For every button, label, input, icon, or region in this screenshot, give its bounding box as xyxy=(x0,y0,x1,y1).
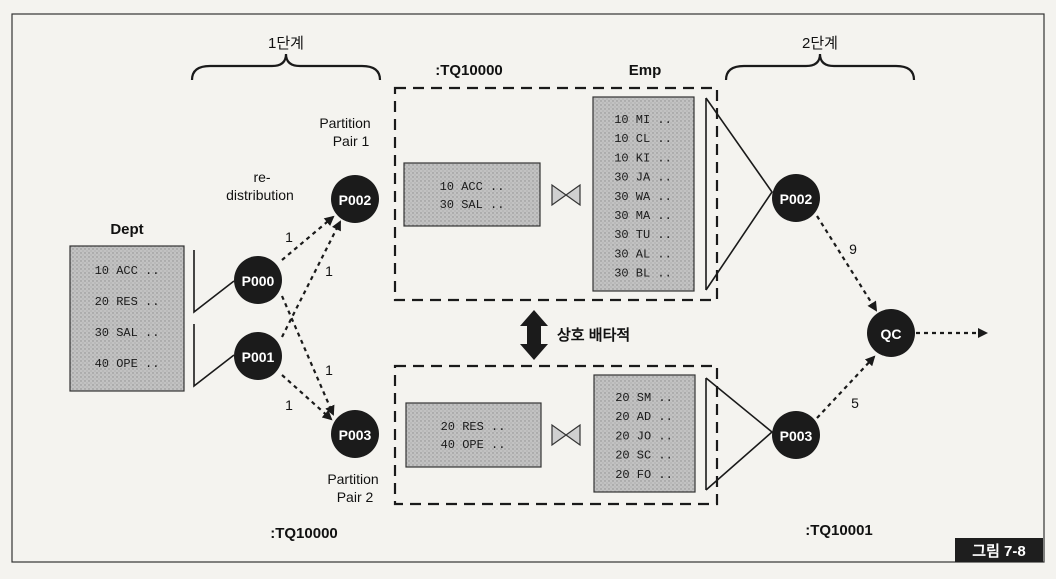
pair2-emp-table-rows: 20 SM .. 20 AD .. 20 JO .. 20 SC .. 20 FO .. xyxy=(615,391,673,482)
partition-pair-1-label-line2: Pair 1 xyxy=(333,133,370,149)
node-p002-left xyxy=(331,175,379,223)
node-p003-right xyxy=(772,411,820,459)
partition-pair-1-box xyxy=(393,86,719,302)
table-row-text: 30 AL .. xyxy=(614,247,672,261)
figure-tag-label: 그림 7-8 xyxy=(972,542,1025,560)
pair1-emp-table-rows: 10 MI .. 10 CL .. 10 KI .. 30 JA .. 30 WA ..… xyxy=(614,113,672,281)
table-row-text: 30 MA .. xyxy=(614,209,672,223)
partition-pair-1-label-line1: Partition xyxy=(319,115,370,131)
stage1-label: 1단계 xyxy=(268,35,304,52)
count-p003-qc: 5 xyxy=(851,395,859,411)
tq-top-label: :TQ10000 xyxy=(435,62,503,79)
count-p000-p002: 1 xyxy=(285,229,293,245)
table-row-text: 20 AD .. xyxy=(615,410,673,424)
stage2-brace xyxy=(724,53,916,81)
mutual-exclusive-arrow-icon xyxy=(520,310,548,360)
node-p003-left xyxy=(331,410,379,458)
dept-distribution-triangle-top xyxy=(193,250,235,314)
node-qc-label: QC xyxy=(881,326,902,342)
node-p001 xyxy=(234,332,282,380)
emp-fan-triangle-bottom xyxy=(705,377,774,491)
mutual-exclusive-label: 상호 배타적 xyxy=(557,326,630,344)
table-row-text: 30 TU .. xyxy=(614,228,672,242)
pair2-dept-table xyxy=(405,402,542,468)
pair1-dept-table xyxy=(403,162,541,227)
table-row-text: 20 SC .. xyxy=(615,449,673,463)
edge-p003-qc xyxy=(816,355,876,419)
count-p001-p002: 1 xyxy=(325,263,333,279)
pair1-emp-table xyxy=(592,96,695,292)
table-row-text: 10 KI .. xyxy=(614,151,672,165)
node-p002-right xyxy=(772,174,820,222)
table-row-text: 30 SAL .. xyxy=(440,198,505,212)
table-row-text: 20 JO .. xyxy=(615,429,673,443)
partition-pair-2-label-line2: Pair 2 xyxy=(337,489,374,505)
node-p001-label: P001 xyxy=(242,349,275,365)
count-p002-qc: 9 xyxy=(849,241,857,257)
tq-bottom-right-label: :TQ10001 xyxy=(805,522,873,539)
table-row-text: 10 ACC .. xyxy=(95,264,160,278)
pair2-dept-table-rows: 20 RES .. 40 OPE .. xyxy=(441,420,506,452)
table-row-text: 20 SM .. xyxy=(615,391,673,405)
table-row-text: 10 CL .. xyxy=(614,132,672,146)
node-p002-right-label: P002 xyxy=(780,191,813,207)
stage2-label: 2단계 xyxy=(802,35,838,52)
table-row-text: 30 WA .. xyxy=(614,190,672,204)
partition-pair-2-box xyxy=(393,364,719,506)
node-p002-left-label: P002 xyxy=(339,192,372,208)
hash-join-icon xyxy=(551,183,581,207)
table-row-text: 10 ACC .. xyxy=(440,180,505,194)
emp-fan-triangle-top xyxy=(705,97,773,291)
table-row-text: 20 RES .. xyxy=(441,420,506,434)
edge-p001-p002 xyxy=(281,220,341,338)
pair2-emp-table xyxy=(593,374,696,493)
table-row-text: 30 BL .. xyxy=(614,267,672,281)
dept-table xyxy=(69,245,185,392)
count-p001-p003: 1 xyxy=(285,397,293,413)
edge-p000-p002 xyxy=(281,215,335,261)
table-row-text: 40 OPE .. xyxy=(441,438,506,452)
dept-label: Dept xyxy=(110,221,143,238)
table-row-text: 20 FO .. xyxy=(615,468,673,482)
dept-distribution-triangle-bottom xyxy=(193,324,235,388)
figure-tag xyxy=(955,538,1043,562)
edge-p000-p003 xyxy=(280,295,335,416)
pair1-dept-table-rows: 10 ACC .. 30 SAL .. xyxy=(440,180,505,212)
partition-pair-2-label-line1: Partition xyxy=(327,471,378,487)
node-p003-right-label: P003 xyxy=(780,428,813,444)
figure-frame xyxy=(11,13,1045,563)
hash-join-icon xyxy=(551,423,581,447)
stage1-brace xyxy=(190,53,382,81)
table-row-text: 20 RES .. xyxy=(95,295,160,309)
emp-label: Emp xyxy=(629,62,662,79)
node-p003-left-label: P003 xyxy=(339,427,372,443)
table-row-text: 10 MI .. xyxy=(614,113,672,127)
table-row-text: 30 SAL .. xyxy=(95,326,160,340)
table-row-text: 40 OPE .. xyxy=(95,357,160,371)
redistribution-label-line2: distribution xyxy=(226,187,294,203)
tq-bottom-left-label: :TQ10000 xyxy=(270,525,338,542)
edge-p001-p003 xyxy=(281,374,333,421)
dept-table-rows: 10 ACC .. 20 RES .. 30 SAL .. 40 OPE .. xyxy=(95,264,160,371)
edge-p002-qc xyxy=(816,215,878,312)
table-row-text: 30 JA .. xyxy=(614,171,672,185)
redistribution-label-line1: re- xyxy=(253,169,270,185)
node-p000-label: P000 xyxy=(242,273,275,289)
node-qc xyxy=(867,309,915,357)
node-p000 xyxy=(234,256,282,304)
count-p000-p003: 1 xyxy=(325,362,333,378)
